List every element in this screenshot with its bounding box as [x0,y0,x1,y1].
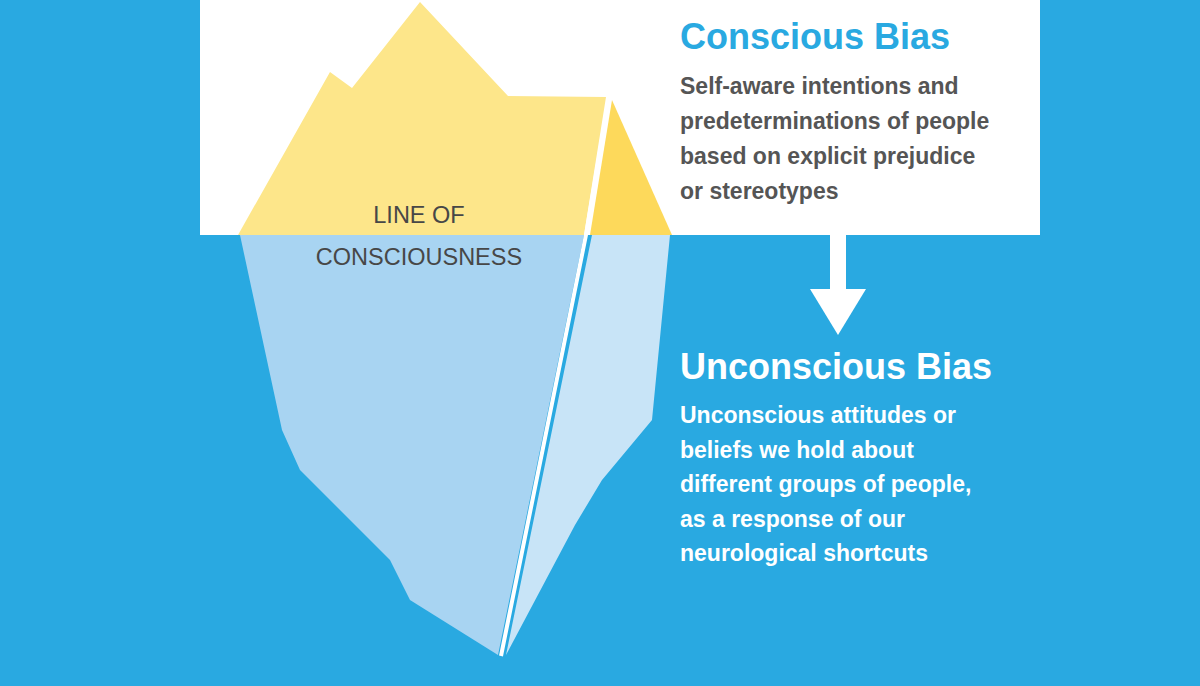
section-body: Self-aware intentions and predeterminati… [680,69,1002,209]
section-heading: Unconscious Bias [680,345,1025,388]
text-block-node: Conscious BiasSelf-aware intentions and … [680,0,1025,235]
arrow-head [810,289,866,335]
iceberg-tip-fragment [590,100,672,235]
section-body: Unconscious attitudes or beliefs we hold… [680,398,985,571]
iceberg-crack [501,97,609,656]
iceberg-underwater-fragment [506,235,670,655]
text-block-node: Unconscious BiasUnconscious attitudes or… [680,335,1025,575]
iceberg-tip-main [238,2,606,235]
sky-panel [200,0,1040,235]
section-heading: Conscious Bias [680,15,1025,58]
arrow-shaft [830,235,846,291]
flow-arrow [810,235,866,335]
waterline-label: LINE OF CONSCIOUSNESS [309,194,529,278]
